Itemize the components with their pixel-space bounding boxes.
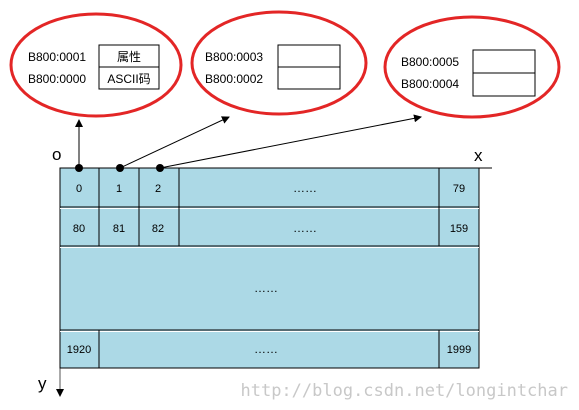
cell-label: 159 [450, 223, 468, 235]
cell-label: 80 [73, 223, 85, 235]
arrow-cell-2-to-bubble-3 [159, 114, 422, 169]
cell-ellipsis: …… [293, 221, 317, 235]
cell-label: 79 [453, 183, 465, 195]
cell-label: 2 [155, 183, 161, 195]
memory-bubble-3: B800:0005 B800:0004 [383, 15, 561, 119]
y-axis-label: y [38, 374, 47, 393]
bubble-1-ascii-cell: ASCII码 [107, 72, 150, 86]
anchor-dot-cell-2 [156, 164, 164, 172]
grid-background [59, 167, 480, 369]
bubble-2-upper-address: B800:0003 [205, 50, 263, 64]
watermark-url: http://blog.csdn.net/longintchar [240, 381, 568, 401]
origin-label: o [52, 145, 61, 164]
cell-anchor-dots [75, 164, 164, 172]
middle-ellipsis: …… [254, 281, 278, 295]
bubble-1-upper-address: B800:0001 [28, 50, 86, 64]
cell-label: 1999 [447, 344, 471, 356]
memory-bubble-1: B800:0001 B800:0000 属性 ASCII码 [9, 12, 183, 118]
cell-ellipsis: …… [254, 342, 278, 356]
screen-grid: 0 1 2 …… 79 80 81 82 …… 159 …… 1920 …… 1… [59, 167, 480, 369]
pointer-arrows [75, 114, 422, 169]
bubble-3-lower-address: B800:0004 [401, 77, 459, 91]
memory-bubble-2: B800:0003 B800:0002 [190, 10, 368, 116]
bubble-3-upper-address: B800:0005 [401, 55, 459, 69]
bubble-2-outline [190, 10, 368, 116]
cell-label: 1 [116, 183, 122, 195]
bubble-2-lower-address: B800:0002 [205, 72, 263, 86]
cell-ellipsis: …… [293, 181, 317, 195]
cell-label: 0 [76, 183, 82, 195]
cell-label: 1920 [67, 344, 91, 356]
x-axis-label: x [474, 146, 483, 165]
bubble-1-outline [9, 12, 183, 118]
bubble-1-attribute-cell: 属性 [117, 50, 141, 64]
arrow-cell-1-to-bubble-2 [119, 116, 230, 169]
cell-label: 82 [152, 223, 164, 235]
bubble-1-lower-address: B800:0000 [28, 72, 86, 86]
anchor-dot-cell-1 [116, 164, 124, 172]
bubble-3-outline [383, 15, 561, 119]
cell-label: 81 [113, 223, 125, 235]
anchor-dot-cell-0 [75, 164, 83, 172]
